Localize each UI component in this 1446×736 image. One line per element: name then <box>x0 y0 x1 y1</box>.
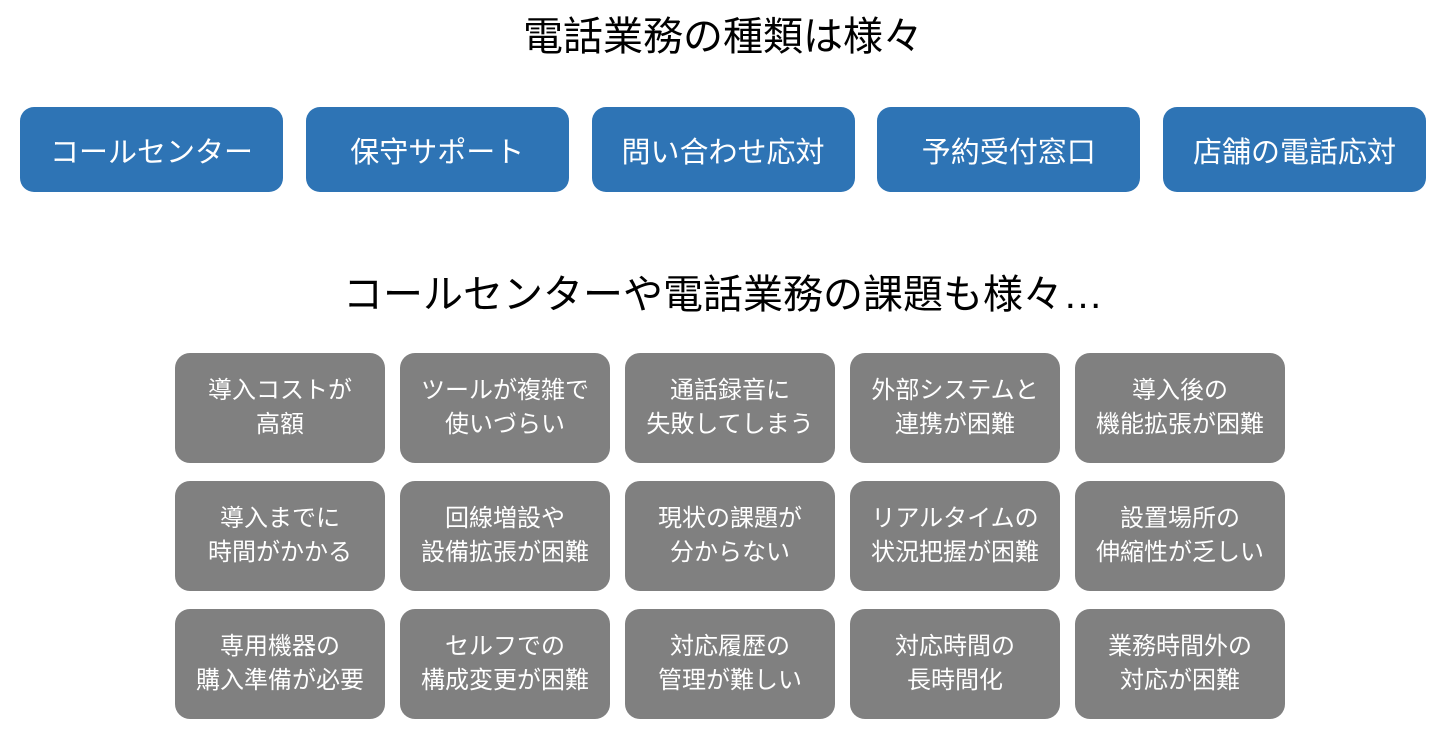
issue-box: 外部システムと 連携が困難 <box>850 353 1060 463</box>
issue-box: ツールが複雑で 使いづらい <box>400 353 610 463</box>
issue-box: 対応時間の 長時間化 <box>850 609 1060 719</box>
type-box: 店舗の電話応対 <box>1163 107 1426 192</box>
issue-box: 通話録音に 失敗してしまう <box>625 353 835 463</box>
issue-box: 現状の課題が 分からない <box>625 481 835 591</box>
issues-title: コールセンターや電話業務の課題も様々… <box>343 273 1103 317</box>
type-box: 予約受付窓口 <box>877 107 1141 192</box>
issue-box: 業務時間外の 対応が困難 <box>1075 609 1285 719</box>
issue-box: 設置場所の 伸縮性が乏しい <box>1075 481 1285 591</box>
issue-box: 導入コストが 高額 <box>175 353 385 463</box>
issue-box: 対応履歴の 管理が難しい <box>625 609 835 719</box>
issue-box: 導入後の 機能拡張が困難 <box>1075 353 1285 463</box>
types-title: 電話業務の種類は様々 <box>523 15 923 59</box>
issue-box: リアルタイムの 状況把握が困難 <box>850 481 1060 591</box>
type-box: コールセンター <box>20 107 283 192</box>
issue-box: 専用機器の 購入準備が必要 <box>175 609 385 719</box>
type-box: 保守サポート <box>305 107 569 192</box>
issue-box: 導入までに 時間がかかる <box>175 481 385 591</box>
issue-box: 回線増設や 設備拡張が困難 <box>400 481 610 591</box>
issue-box: セルフでの 構成変更が困難 <box>400 609 610 719</box>
type-box: 問い合わせ応対 <box>591 107 855 192</box>
issue-grid: 導入コストが 高額 ツールが複雑で 使いづらい 通話録音に 失敗してしまう 外部… <box>175 353 1446 719</box>
type-box-row: コールセンター 保守サポート 問い合わせ応対 予約受付窓口 店舗の電話応対 <box>0 107 1446 192</box>
